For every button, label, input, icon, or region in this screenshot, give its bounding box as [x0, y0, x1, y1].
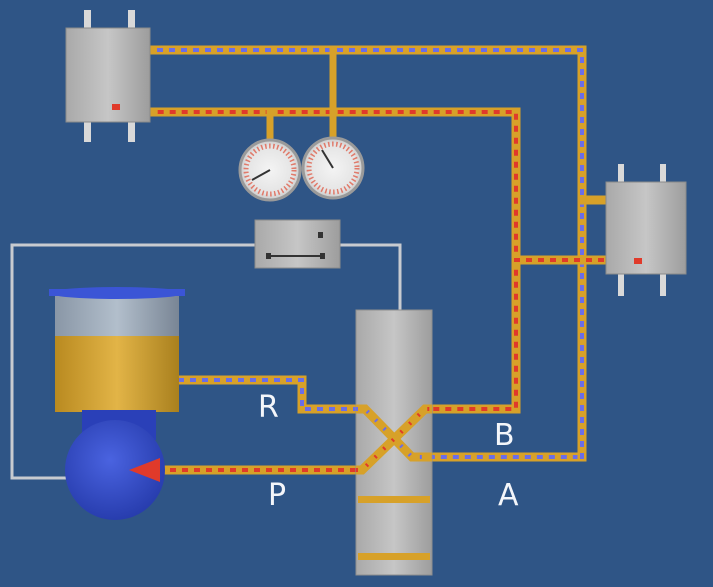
pump	[65, 410, 165, 520]
gauge-pipes	[266, 46, 337, 146]
label-pressure-port: P	[268, 478, 286, 513]
signal-wires	[10, 243, 402, 480]
pressure-gauge-left	[238, 138, 302, 202]
label-port-b: B	[494, 418, 515, 453]
wire-switch-to-pump	[10, 243, 255, 480]
pipe-branch-to-actuator	[511, 195, 611, 265]
label-port-a: A	[498, 478, 519, 513]
pipe-return-line	[175, 375, 587, 462]
pipe-port-a-line	[145, 45, 587, 462]
right-actuator-block	[605, 164, 687, 296]
fluid-tank	[49, 287, 185, 412]
valve-cross-paths	[356, 404, 432, 475]
pipes	[145, 45, 611, 475]
pump-direction-arrow-icon	[129, 458, 160, 482]
top-actuator-block	[65, 10, 151, 142]
pressure-gauge-right	[301, 136, 365, 200]
pipe-pressure-line	[145, 107, 521, 475]
pressure-switch-box	[254, 219, 341, 269]
wire-switch-to-valve	[340, 243, 402, 312]
label-return-port: R	[258, 390, 279, 425]
